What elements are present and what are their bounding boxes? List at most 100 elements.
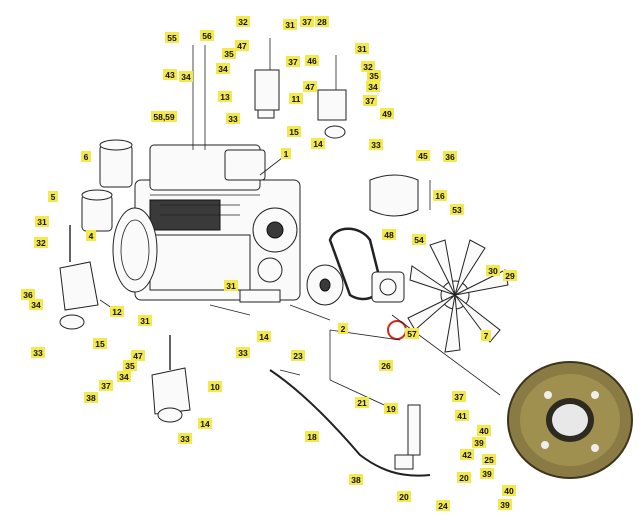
label-background (482, 454, 496, 465)
label-text: 33 (33, 348, 43, 358)
label-background (208, 381, 222, 392)
label-background (123, 360, 137, 371)
label-background (178, 433, 192, 444)
label-background (31, 347, 45, 358)
part-label-56: 56 (200, 30, 214, 41)
label-text: 53 (452, 205, 462, 215)
label-text: 37 (302, 17, 312, 27)
label-background (86, 230, 96, 241)
label-text: 30 (488, 266, 498, 276)
radiator-cap-16 (369, 174, 419, 217)
part-label-32: 32 (34, 237, 48, 248)
label-background (81, 151, 91, 162)
label-text: 41 (457, 411, 467, 421)
label-text: 33 (371, 140, 381, 150)
label-background (481, 330, 491, 341)
part-label-31: 31 (138, 315, 152, 326)
label-background (452, 391, 466, 402)
label-background (311, 138, 325, 149)
label-text: 33 (238, 348, 248, 358)
label-background (502, 485, 516, 496)
label-background (291, 350, 305, 361)
part-label-31: 31 (35, 216, 49, 227)
label-background (472, 437, 486, 448)
side-mount-bottom (151, 335, 191, 423)
part-label-11: 11 (289, 93, 303, 104)
part-label-34: 34 (117, 371, 131, 382)
label-text: 31 (357, 44, 367, 54)
label-text: 19 (386, 404, 396, 414)
label-text: 18 (307, 432, 317, 442)
part-label-37: 37 (452, 391, 466, 402)
label-text: 43 (165, 70, 175, 80)
label-text: 39 (482, 469, 492, 479)
label-text: 37 (288, 57, 298, 67)
fuel-filter (81, 189, 113, 232)
part-label-47: 47 (235, 40, 249, 51)
label-text: 21 (357, 398, 367, 408)
label-background (355, 43, 369, 54)
engine-assembly (112, 144, 301, 303)
part-label-25: 25 (482, 454, 496, 465)
label-text: 36 (445, 152, 455, 162)
label-background (93, 338, 107, 349)
label-text: 42 (462, 450, 472, 460)
label-text: 33 (228, 114, 238, 124)
label-text: 36 (23, 290, 33, 300)
label-background (303, 81, 317, 92)
part-label-53: 53 (450, 204, 464, 215)
part-label-38: 38 (84, 392, 98, 403)
part-label-40: 40 (502, 485, 516, 496)
part-label-31: 31 (355, 43, 369, 54)
part-label-2: 2 (338, 323, 348, 334)
label-background (236, 347, 250, 358)
label-text: 34 (181, 72, 191, 82)
part-label-37: 37 (300, 16, 314, 27)
part-label-5: 5 (48, 191, 58, 202)
part-label-40: 40 (477, 425, 491, 436)
label-background (224, 280, 238, 291)
label-text: 54 (414, 235, 424, 245)
label-text: 47 (237, 41, 247, 51)
label-text: 31 (285, 20, 295, 30)
label-text: 31 (37, 217, 47, 227)
label-background (165, 32, 179, 43)
label-text: 26 (381, 361, 391, 371)
part-label-15: 15 (287, 126, 301, 137)
part-label-4: 4 (86, 230, 96, 241)
oil-filter (99, 139, 133, 188)
label-text: 20 (399, 492, 409, 502)
label-background (198, 418, 212, 429)
part-label-12: 12 (110, 306, 124, 317)
label-text: 35 (125, 361, 135, 371)
label-text: 10 (210, 382, 220, 392)
label-text: 12 (112, 307, 122, 317)
label-background (305, 55, 319, 66)
label-text: 11 (292, 94, 301, 104)
label-background (281, 148, 291, 159)
part-label-48: 48 (382, 229, 396, 240)
label-text: 31 (140, 316, 150, 326)
part-label-18: 18 (305, 431, 319, 442)
part-label-42: 42 (460, 449, 474, 460)
label-text: 34 (31, 300, 41, 310)
part-label-38: 38 (349, 474, 363, 485)
label-text: 34 (368, 82, 378, 92)
part-label-33: 33 (31, 347, 45, 358)
cooling-fan (407, 239, 509, 353)
label-background (300, 16, 314, 27)
part-label-34: 34 (29, 299, 43, 310)
part-label-19: 19 (384, 403, 398, 414)
label-background (218, 91, 232, 102)
flange-plate-photo (507, 361, 633, 479)
part-label-15: 15 (93, 338, 107, 349)
label-text: 38 (86, 393, 96, 403)
part-label-20: 20 (457, 472, 471, 483)
part-label-33: 33 (178, 433, 192, 444)
label-background (257, 331, 271, 342)
label-text: 33 (180, 434, 190, 444)
part-label-34: 34 (366, 81, 380, 92)
label-text: 13 (220, 92, 230, 102)
label-background (315, 16, 329, 27)
